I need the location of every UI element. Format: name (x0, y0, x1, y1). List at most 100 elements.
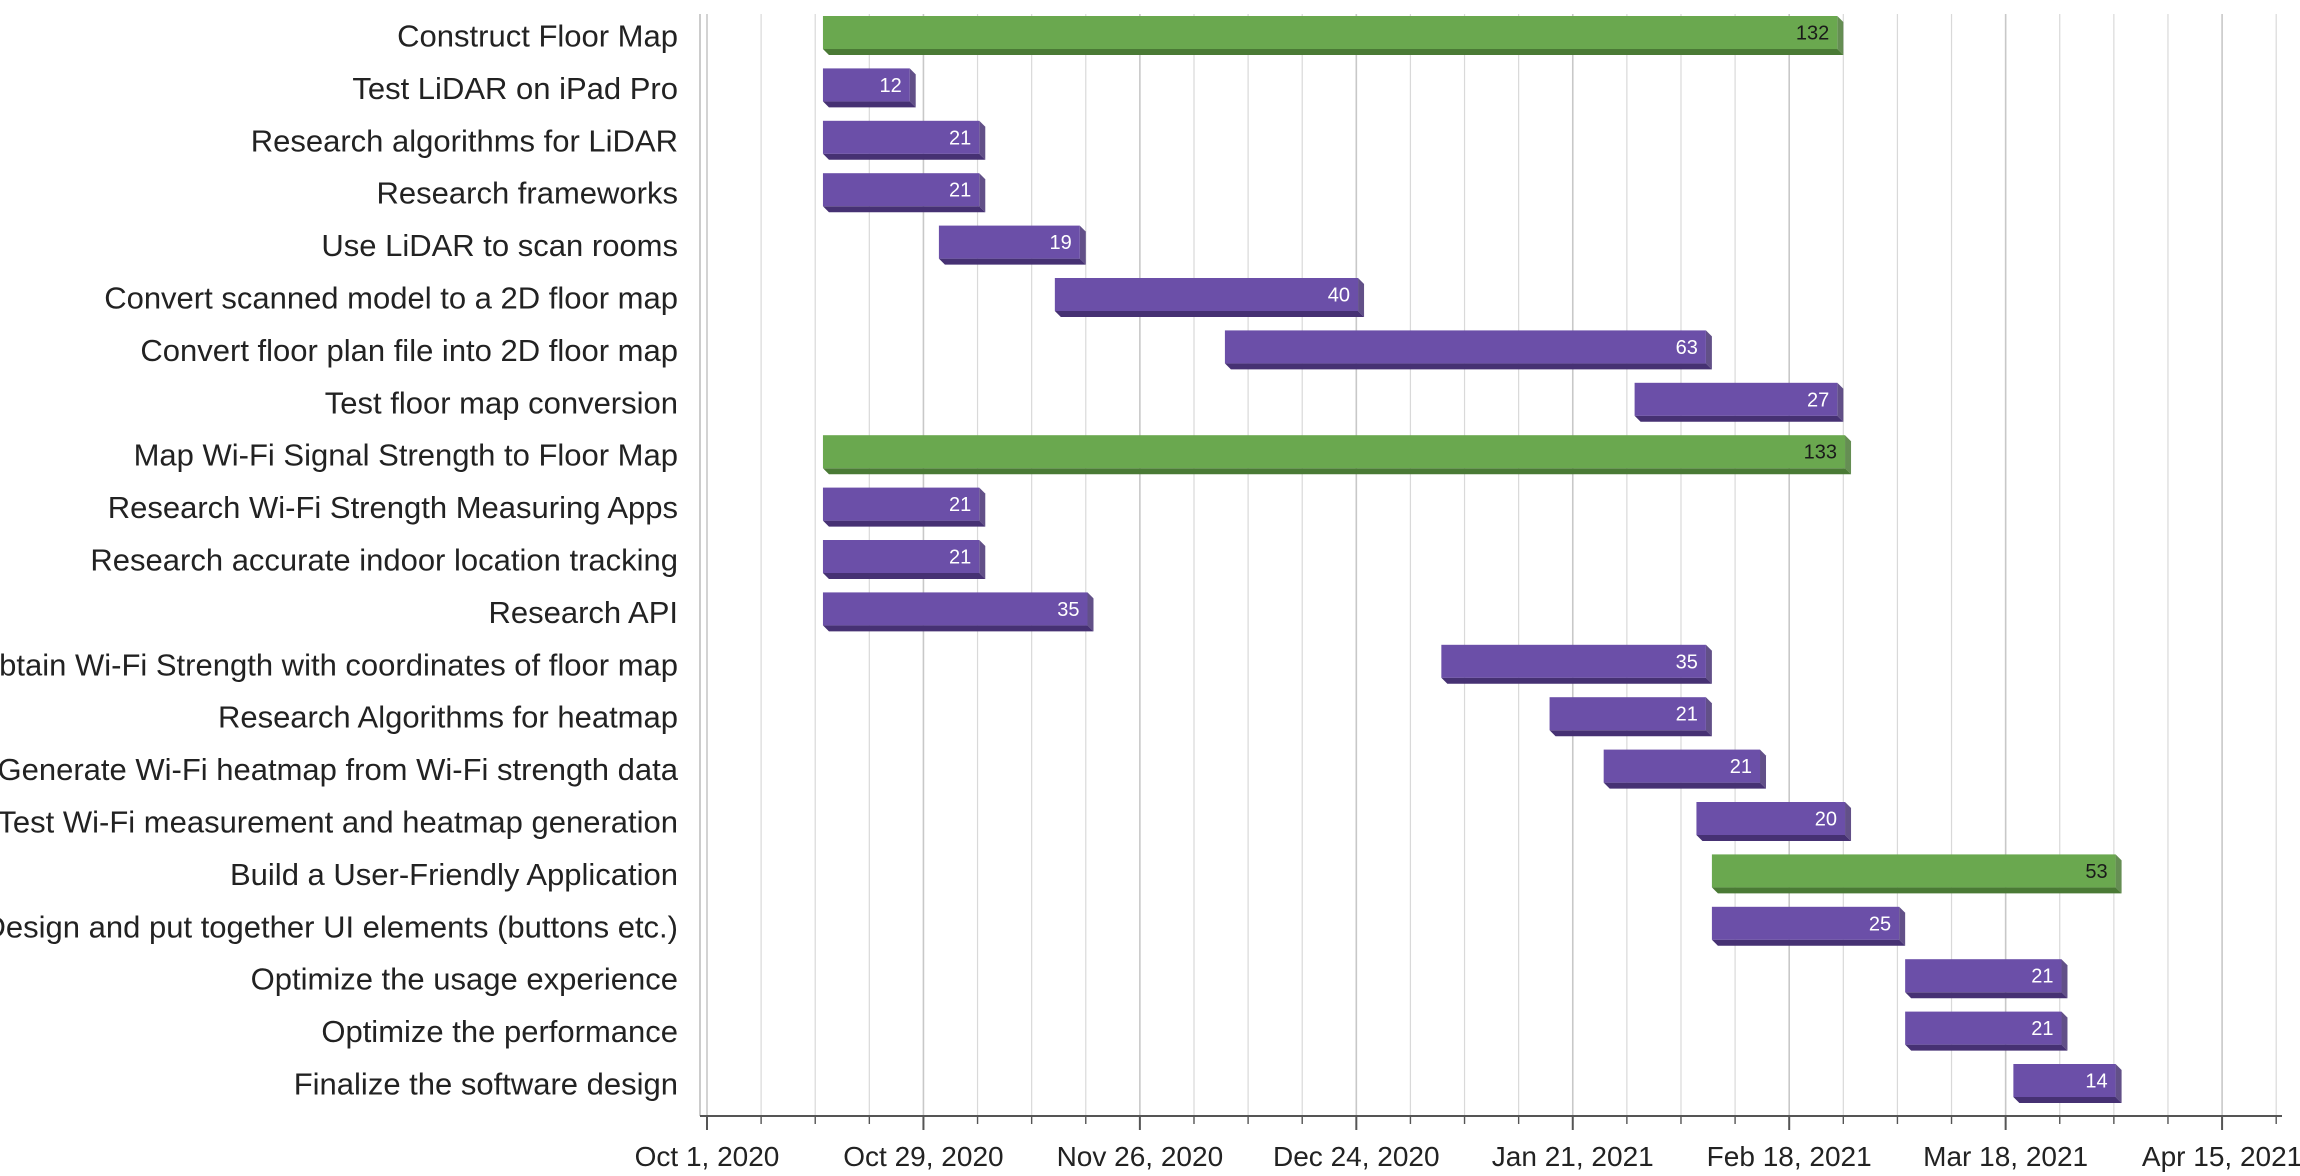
bar-side-face (1087, 592, 1094, 632)
bar-side-face (1760, 749, 1767, 789)
task-label: Obtain Wi-Fi Strength with coordinates o… (0, 647, 678, 682)
bar-side-face (1837, 382, 1844, 422)
summary-bar: 53 (1711, 854, 2122, 894)
bar-duration-label: 21 (1676, 704, 1698, 726)
bar-front-face (1634, 382, 1838, 416)
bar-front-face (1711, 854, 2116, 888)
bar-bottom-face (1441, 677, 1712, 684)
bar-duration-label: 35 (1676, 651, 1698, 673)
bar-bottom-face (822, 206, 986, 213)
task-label: Construct Floor Map (397, 19, 678, 54)
bar-bottom-face (1549, 730, 1712, 737)
bar-front-face (1711, 906, 1900, 940)
x-tick-label: Oct 29, 2020 (843, 1141, 1003, 1172)
bar-side-face (2115, 854, 2122, 894)
bar-front-face (822, 173, 980, 207)
bar-bottom-face (822, 625, 1094, 632)
bar-duration-label: 21 (1730, 756, 1752, 778)
task-label: Design and put together UI elements (but… (0, 909, 678, 944)
bar-bottom-face (1711, 939, 1906, 946)
task-label: Optimize the usage experience (251, 962, 678, 997)
bar-side-face (1705, 644, 1712, 684)
bar-side-face (1705, 697, 1712, 737)
bar-side-face (909, 68, 916, 108)
summary-bar: 133 (822, 435, 1852, 475)
task-bar: 21 (822, 120, 986, 160)
task-label: Convert scanned model to a 2D floor map (104, 281, 678, 316)
bar-bottom-face (822, 520, 986, 527)
bar-front-face (1905, 959, 2062, 993)
bar-front-face (1441, 644, 1706, 678)
bar-side-face (979, 173, 986, 213)
task-bar: 19 (938, 225, 1086, 265)
bar-bottom-face (822, 153, 986, 160)
bar-bottom-face (822, 49, 1844, 55)
bar-front-face (822, 435, 1846, 469)
x-tick-label: Apr 15, 2021 (2142, 1141, 2300, 1172)
bar-duration-label: 14 (2085, 1071, 2107, 1093)
bar-front-face (1905, 1011, 2062, 1045)
task-label: Research Algorithms for heatmap (218, 700, 678, 735)
bar-duration-label: 21 (2031, 966, 2053, 988)
bar-side-face (1837, 16, 1844, 55)
bar-duration-label: 133 (1804, 442, 1837, 464)
bar-front-face (822, 540, 980, 573)
bar-front-face (1549, 697, 1706, 731)
bar-front-face (938, 225, 1080, 259)
task-bar: 21 (822, 487, 986, 527)
task-label: Research Wi-Fi Strength Measuring Apps (108, 490, 678, 525)
bar-side-face (1079, 225, 1086, 265)
task-bar: 21 (1905, 959, 2068, 999)
bar-bottom-face (1603, 782, 1767, 789)
bar-duration-label: 21 (949, 180, 971, 202)
bar-side-face (2061, 959, 2068, 999)
bar-bottom-face (822, 468, 1852, 475)
bar-duration-label: 19 (1050, 232, 1072, 254)
bar-side-face (2061, 1011, 2068, 1051)
task-label: Optimize the performance (321, 1014, 678, 1049)
task-label: Generate Wi-Fi heatmap from Wi-Fi streng… (0, 752, 679, 787)
task-label: Use LiDAR to scan rooms (321, 228, 678, 263)
bar-duration-label: 21 (2031, 1018, 2053, 1040)
bar-duration-label: 20 (1815, 809, 1837, 831)
bar-bottom-face (1224, 363, 1712, 370)
task-label: Build a User-Friendly Application (230, 857, 678, 892)
bar-duration-label: 21 (949, 127, 971, 149)
bar-side-face (979, 540, 986, 579)
task-bar: 20 (1696, 802, 1852, 841)
bar-bottom-face (822, 573, 986, 579)
bar-side-face (2115, 1064, 2122, 1103)
task-label: Map Wi-Fi Signal Strength to Floor Map (134, 438, 678, 473)
bar-duration-label: 63 (1676, 337, 1698, 359)
x-tick-label: Jan 21, 2021 (1492, 1141, 1654, 1172)
bar-duration-label: 12 (879, 75, 901, 97)
task-label: Research accurate indoor location tracki… (90, 543, 678, 578)
bar-duration-label: 40 (1328, 285, 1350, 307)
task-bar: 21 (822, 173, 986, 213)
task-label: Convert floor plan file into 2D floor ma… (140, 333, 678, 368)
task-label: Test LiDAR on iPad Pro (352, 71, 678, 106)
task-label: Test Wi-Fi measurement and heatmap gener… (0, 805, 678, 840)
task-bar: 14 (2013, 1064, 2122, 1103)
bar-front-face (822, 592, 1088, 626)
bar-front-face (1224, 330, 1706, 364)
bar-side-face (979, 120, 986, 160)
bar-duration-label: 27 (1807, 389, 1829, 411)
x-tick-label: Oct 1, 2020 (635, 1141, 780, 1172)
summary-bar: 132 (822, 16, 1844, 55)
bar-front-face (822, 68, 910, 102)
task-bar: 21 (1603, 749, 1767, 789)
bar-side-face (1845, 802, 1852, 841)
x-tick-label: Dec 24, 2020 (1273, 1141, 1440, 1172)
task-label: Research API (488, 595, 678, 630)
bar-duration-label: 25 (1869, 913, 1891, 935)
bar-side-face (1358, 278, 1365, 317)
bar-front-face (822, 16, 1838, 49)
task-bars: 1321221211940632713321213535212120532521… (822, 16, 2122, 1103)
task-bar: 21 (1905, 1011, 2068, 1051)
task-label: Research algorithms for LiDAR (251, 123, 678, 158)
task-label: Test floor map conversion (325, 385, 678, 420)
